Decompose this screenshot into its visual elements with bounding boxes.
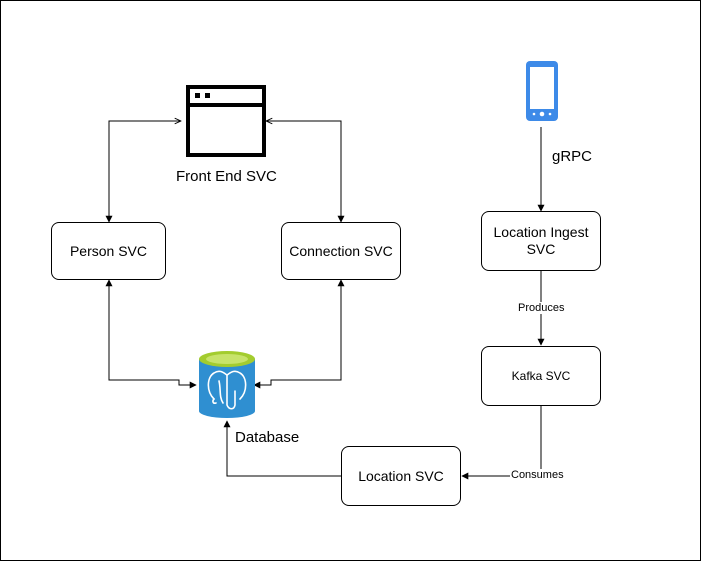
kafka-svc-node[interactable]: Kafka SVC [481, 346, 601, 406]
edge-frontend-person [109, 121, 181, 222]
connection-svc-node[interactable]: Connection SVC [281, 222, 401, 280]
location-ingest-svc-node[interactable]: Location Ingest SVC [481, 211, 601, 271]
person-svc-label: Person SVC [69, 242, 148, 259]
browser-window-icon [186, 85, 266, 157]
consumes-label: Consumes [510, 469, 565, 481]
grpc-label: gRPC [552, 148, 593, 165]
edge-connection-database [253, 279, 345, 389]
edge-location-database [223, 420, 341, 477]
connection-svc-label: Connection SVC [289, 242, 393, 259]
location-svc-node[interactable]: Location SVC [341, 446, 461, 506]
kafka-svc-label: Kafka SVC [511, 368, 571, 383]
edge-person-database [105, 279, 197, 389]
edge-kafka-location [461, 406, 542, 480]
postgresql-database-icon [199, 351, 255, 418]
person-svc-node[interactable]: Person SVC [51, 222, 166, 280]
produces-label: Produces [517, 302, 566, 314]
smartphone-icon [526, 61, 558, 121]
location-svc-label: Location SVC [358, 467, 444, 484]
edge-frontend-connection [266, 121, 341, 222]
location-ingest-svc-label: Location Ingest SVC [493, 224, 589, 257]
database-label: Database [235, 429, 300, 446]
front-end-svc-label: Front End SVC [176, 168, 277, 185]
